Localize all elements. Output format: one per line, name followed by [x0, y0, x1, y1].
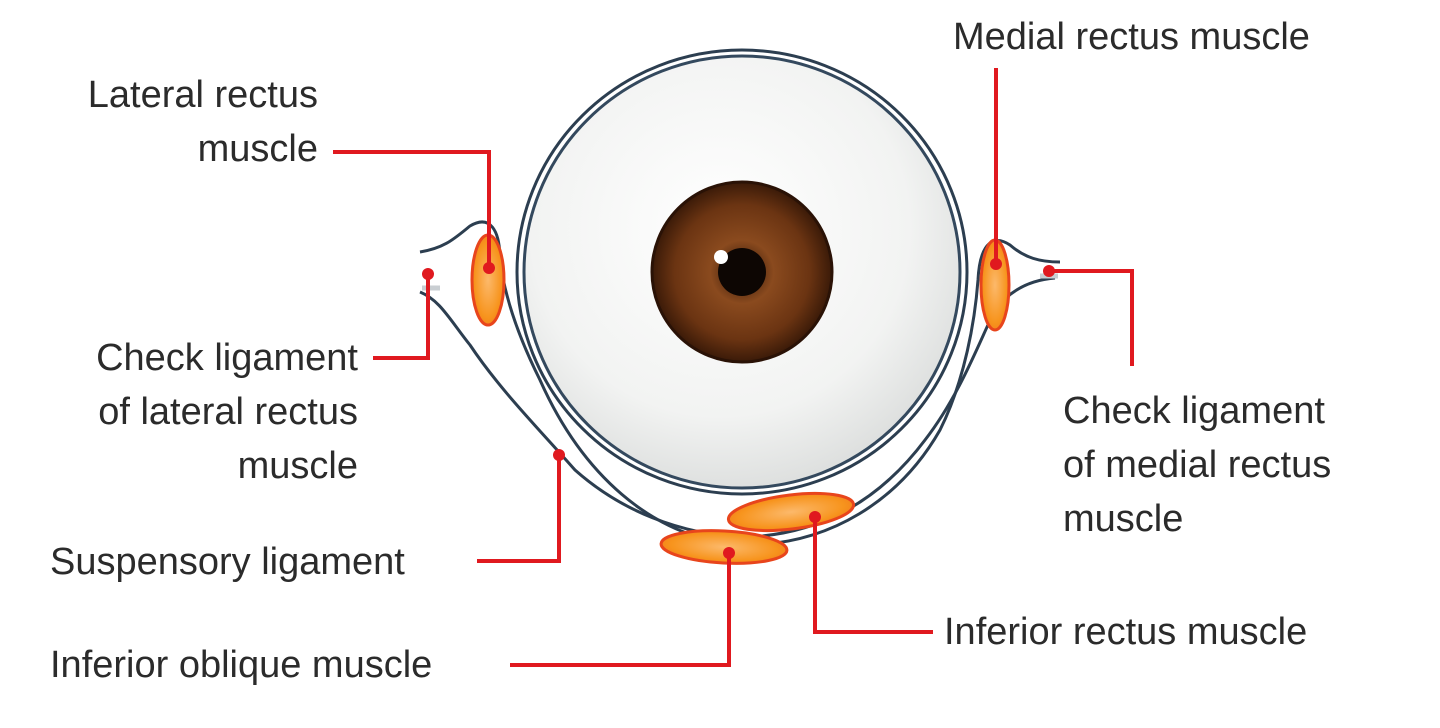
label-line: Inferior oblique muscle — [50, 644, 433, 686]
leader-dots — [422, 258, 1055, 559]
dot-inferior-oblique — [723, 547, 735, 559]
label-inferior-oblique-muscle: Inferior oblique muscle — [50, 638, 432, 692]
label-check-ligament-medial: Check ligament of medial rectus muscle — [1063, 384, 1331, 546]
dot-lateral-rectus — [483, 262, 495, 274]
label-line: muscle — [197, 128, 318, 170]
inferior-oblique-muscle — [659, 529, 789, 565]
dot-medial-rectus — [990, 258, 1002, 270]
label-line: Check ligament — [96, 337, 358, 379]
label-line: Inferior rectus muscle — [944, 611, 1308, 653]
label-lateral-rectus-muscle: Lateral rectus muscle — [88, 68, 318, 176]
leader-inferior-rectus — [813, 517, 933, 634]
label-medial-rectus-muscle: Medial rectus muscle — [953, 10, 1310, 64]
eyeball-outer-ring — [515, 48, 969, 496]
label-line: of lateral rectus — [98, 391, 358, 433]
dot-check-medial — [1043, 265, 1055, 277]
leader-lateral-rectus — [333, 150, 491, 268]
label-line: muscle — [1063, 498, 1184, 540]
inferior-rectus-muscle — [726, 491, 856, 533]
iris-highlight — [714, 250, 728, 264]
leader-lines — [333, 68, 1134, 667]
label-line: of medial rectus — [1063, 444, 1332, 486]
dot-inferior-rectus — [809, 511, 821, 523]
label-line: Lateral rectus — [87, 74, 318, 116]
label-line: Medial rectus muscle — [953, 16, 1310, 58]
label-check-ligament-lateral: Check ligament of lateral rectus muscle — [96, 331, 358, 493]
label-inferior-rectus-muscle: Inferior rectus muscle — [944, 605, 1307, 659]
label-line: muscle — [237, 445, 358, 487]
dot-check-lateral — [422, 268, 434, 280]
leader-check-medial — [1049, 269, 1134, 366]
label-line: Suspensory ligament — [50, 541, 405, 583]
leader-check-lateral — [373, 274, 430, 360]
label-line: Check ligament — [1063, 390, 1325, 432]
label-suspensory-ligament: Suspensory ligament — [50, 535, 405, 589]
pupil — [718, 248, 766, 296]
leader-suspensory — [477, 455, 561, 563]
leader-inferior-oblique — [510, 553, 731, 667]
dot-suspensory — [553, 449, 565, 461]
